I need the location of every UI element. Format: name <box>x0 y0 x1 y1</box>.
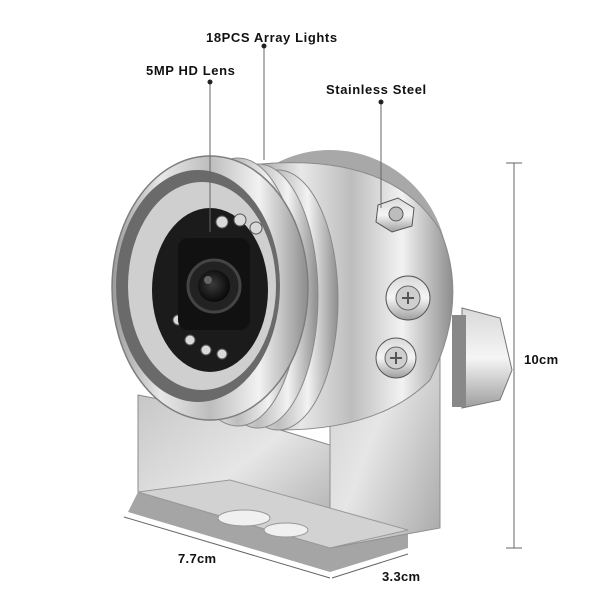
dimension-lines <box>123 162 522 579</box>
camera-lens <box>178 238 250 330</box>
callout-material: Stainless Steel <box>326 82 427 97</box>
callout-lines <box>207 43 384 232</box>
callout-lens: 5MP HD Lens <box>146 63 236 78</box>
camera-housing <box>111 150 513 431</box>
callout-array-lights: 18PCS Array Lights <box>206 30 338 45</box>
mounting-bolts <box>375 197 431 379</box>
dimension-depth: 3.3cm <box>382 569 421 584</box>
dimension-width: 7.7cm <box>178 551 217 566</box>
dimension-height: 10cm <box>524 352 559 367</box>
